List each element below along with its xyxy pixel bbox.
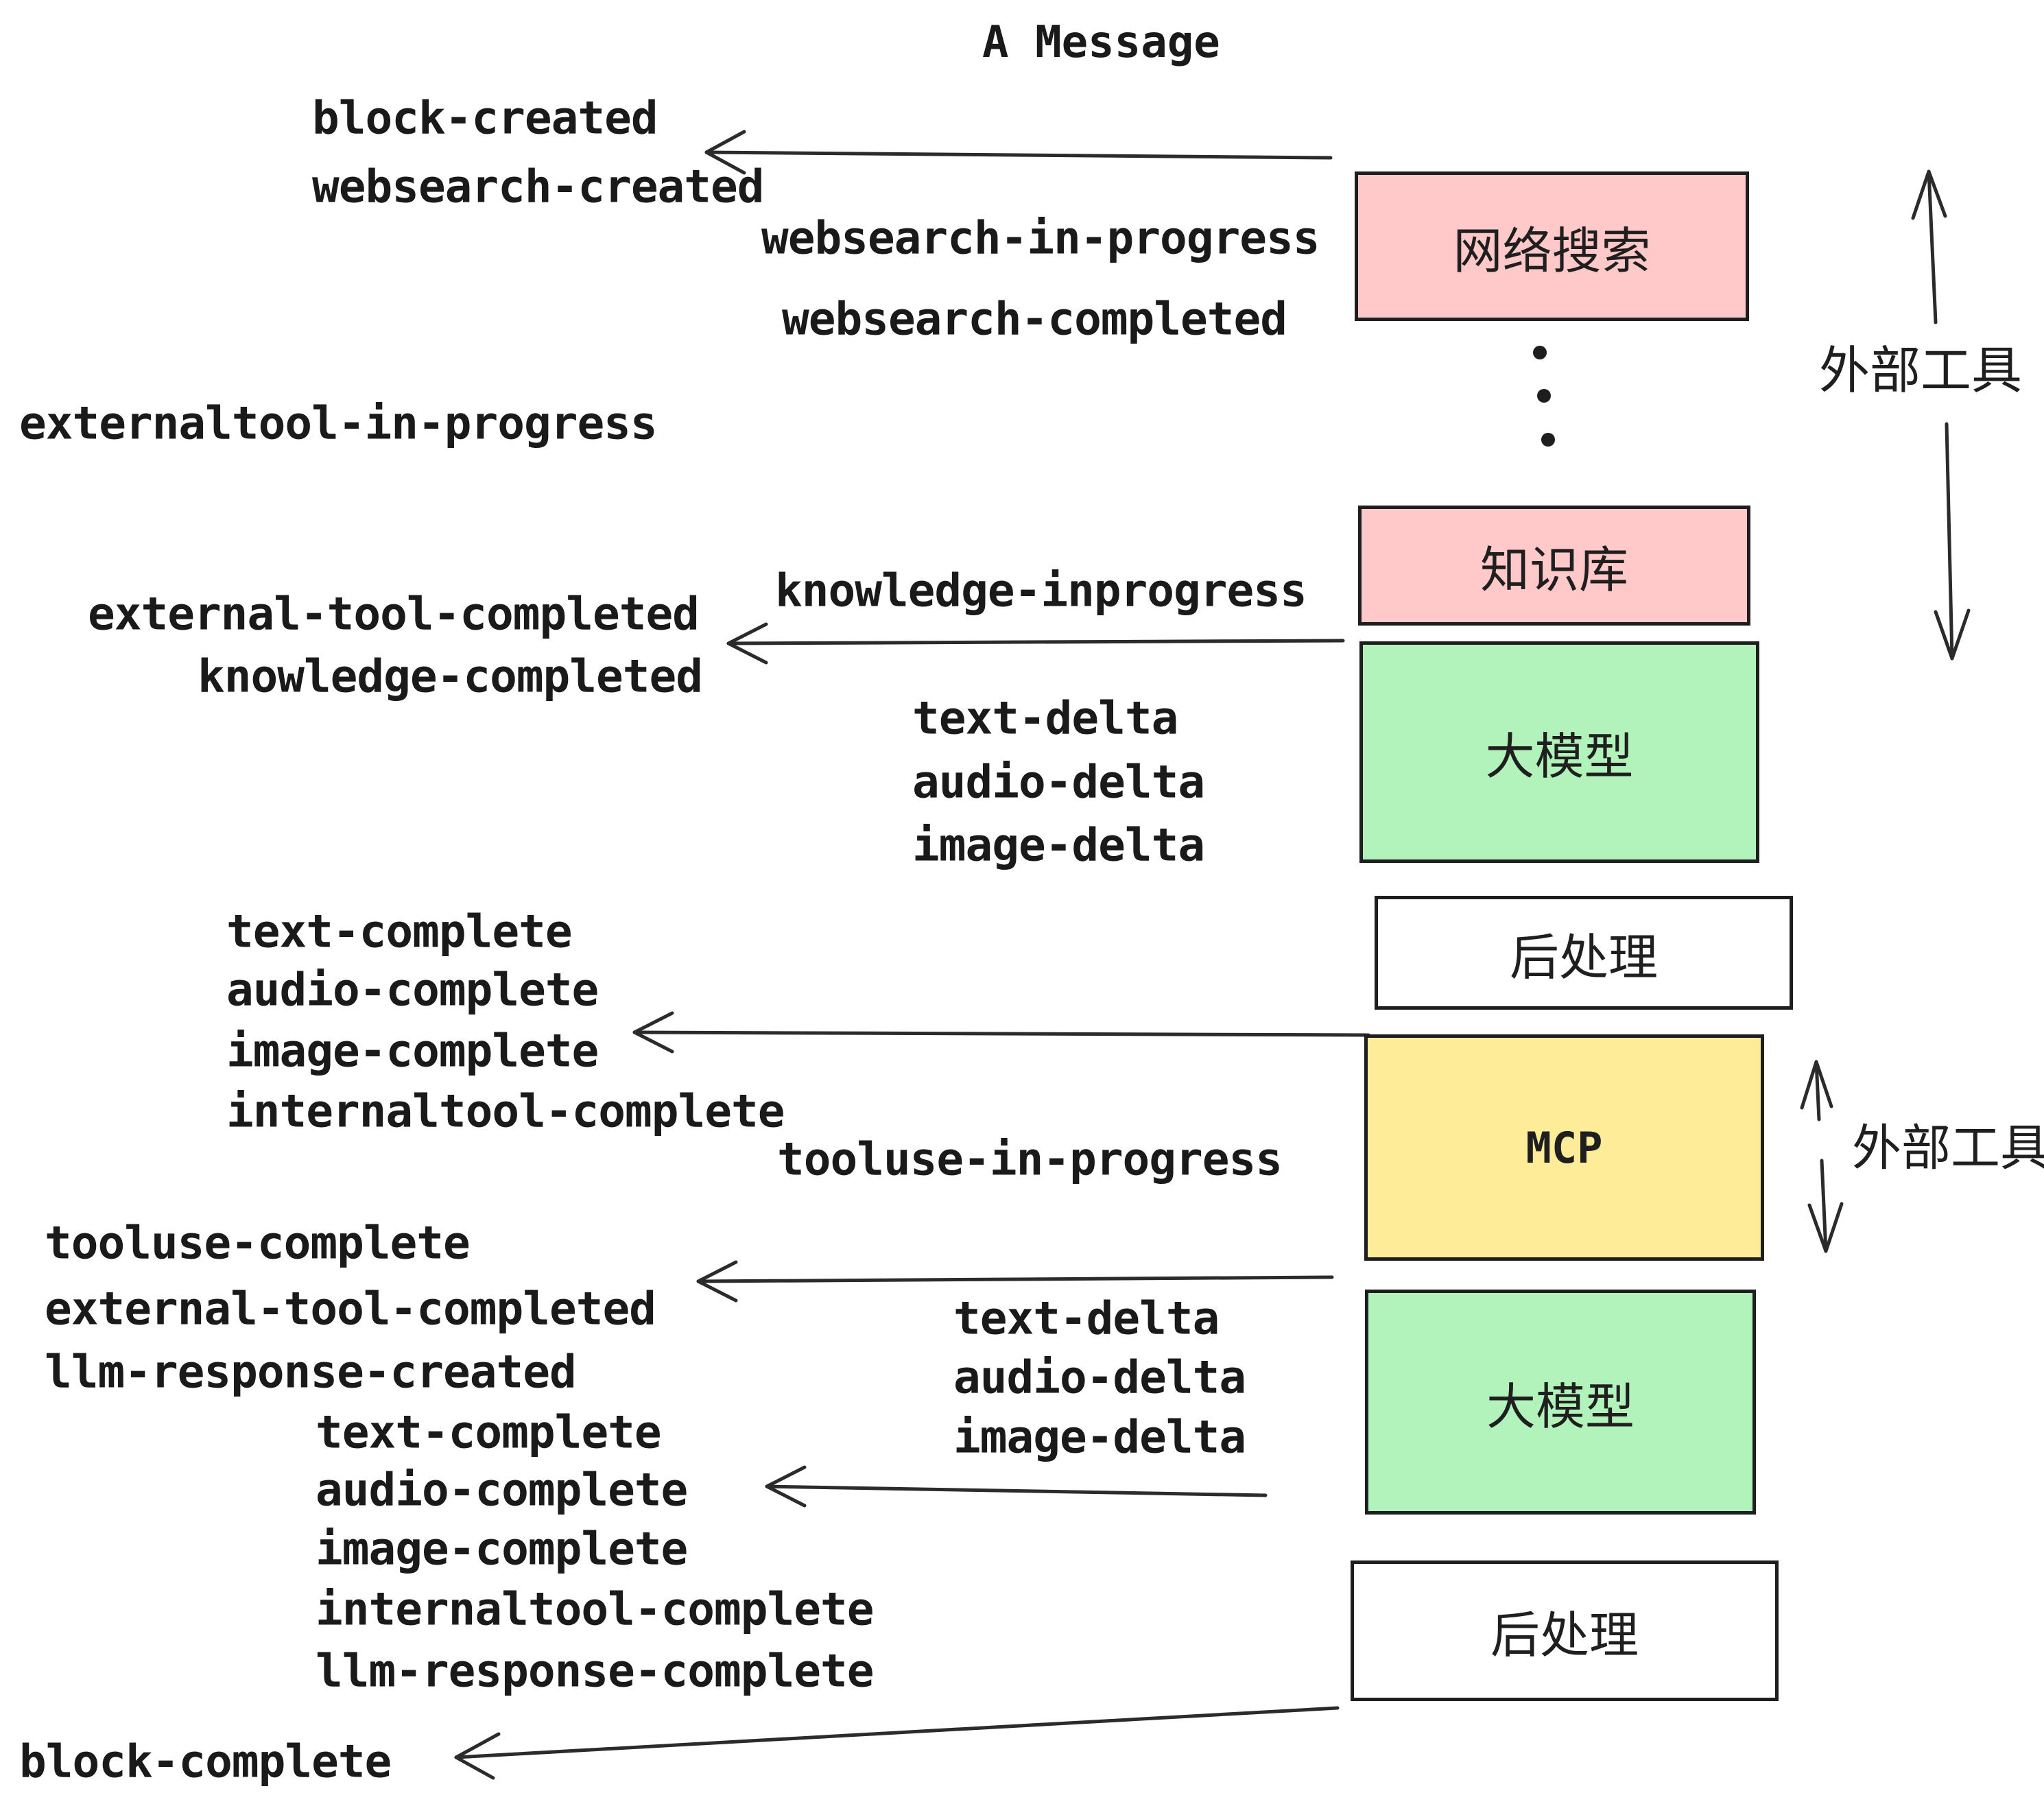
external-tools-label-mid: 外部工具 <box>1852 1121 2044 1176</box>
event-tooluse-in-progress: tooluse-in-progress <box>777 1132 1283 1186</box>
page-title: A Message <box>982 17 1220 68</box>
event-text-delta-2: text-delta <box>953 1292 1220 1345</box>
event-block-complete: block-complete <box>19 1735 392 1788</box>
event-internaltool-complete-1: internaltool-complete <box>226 1084 785 1138</box>
arrow-block-complete <box>454 1706 1340 1780</box>
event-image-complete-2: image-complete <box>316 1522 688 1576</box>
arrow-websearch-created <box>704 130 1333 175</box>
event-internaltool-complete-2: internaltool-complete <box>316 1582 874 1636</box>
event-websearch-created: websearch-created <box>312 160 765 213</box>
box-websearch-label: 网络搜索 <box>1453 224 1651 279</box>
event-externaltool-in-progress: externaltool-in-progress <box>19 396 658 450</box>
external-tools-label-top: 外部工具 <box>1819 342 2022 399</box>
double-arrow-external-tools-top <box>1911 169 1971 661</box>
event-audio-complete-1: audio-complete <box>226 963 599 1017</box>
event-websearch-in-progress: websearch-in-progress <box>761 211 1320 265</box>
arrow-audio-complete <box>765 1465 1268 1508</box>
box-postprocess-2: 后处理 <box>1351 1560 1779 1701</box>
event-text-complete-1: text-complete <box>226 905 573 958</box>
event-external-tool-completed-1: external-tool-completed <box>88 587 700 641</box>
event-text-complete-2: text-complete <box>316 1405 662 1459</box>
box-mcp-label: MCP <box>1525 1122 1603 1173</box>
event-knowledge-completed: knowledge-completed <box>198 650 703 703</box>
event-audio-complete-2: audio-complete <box>316 1463 688 1517</box>
box-postprocess-1: 后处理 <box>1375 896 1793 1010</box>
event-block-created: block-created <box>312 91 658 145</box>
event-image-delta-1: image-delta <box>912 818 1205 872</box>
event-audio-delta-2: audio-delta <box>953 1351 1246 1404</box>
box-llm-2-label: 大模型 <box>1486 1379 1635 1435</box>
event-knowledge-inprogress: knowledge-inprogress <box>775 564 1307 617</box>
event-image-delta-2: image-delta <box>953 1410 1246 1464</box>
event-text-delta-1: text-delta <box>912 691 1178 745</box>
box-mcp: MCP <box>1364 1034 1764 1261</box>
box-llm-1: 大模型 <box>1359 641 1759 863</box>
arrow-internal-complete <box>632 1011 1370 1054</box>
event-tooluse-complete: tooluse-complete <box>45 1216 471 1270</box>
box-knowledge: 知识库 <box>1358 506 1750 626</box>
event-websearch-completed: websearch-completed <box>782 292 1287 346</box>
box-llm-2: 大模型 <box>1365 1290 1756 1515</box>
box-postprocess-1-label: 后处理 <box>1509 930 1658 986</box>
box-knowledge-label: 知识库 <box>1479 543 1628 598</box>
box-postprocess-2-label: 后处理 <box>1490 1609 1639 1663</box>
event-external-tool-completed-2: external-tool-completed <box>45 1282 656 1336</box>
box-websearch: 网络搜索 <box>1355 171 1749 321</box>
event-image-complete-1: image-complete <box>226 1024 599 1078</box>
event-audio-delta-1: audio-delta <box>912 755 1205 809</box>
event-llm-response-complete: llm-response-complete <box>316 1644 874 1698</box>
event-llm-response-created: llm-response-created <box>45 1345 577 1399</box>
arrow-knowledge-completed <box>726 622 1345 665</box>
double-arrow-external-tools-mid <box>1800 1060 1844 1253</box>
ellipsis-dots-icon <box>1533 346 1555 447</box>
box-llm-1-label: 大模型 <box>1485 730 1634 785</box>
